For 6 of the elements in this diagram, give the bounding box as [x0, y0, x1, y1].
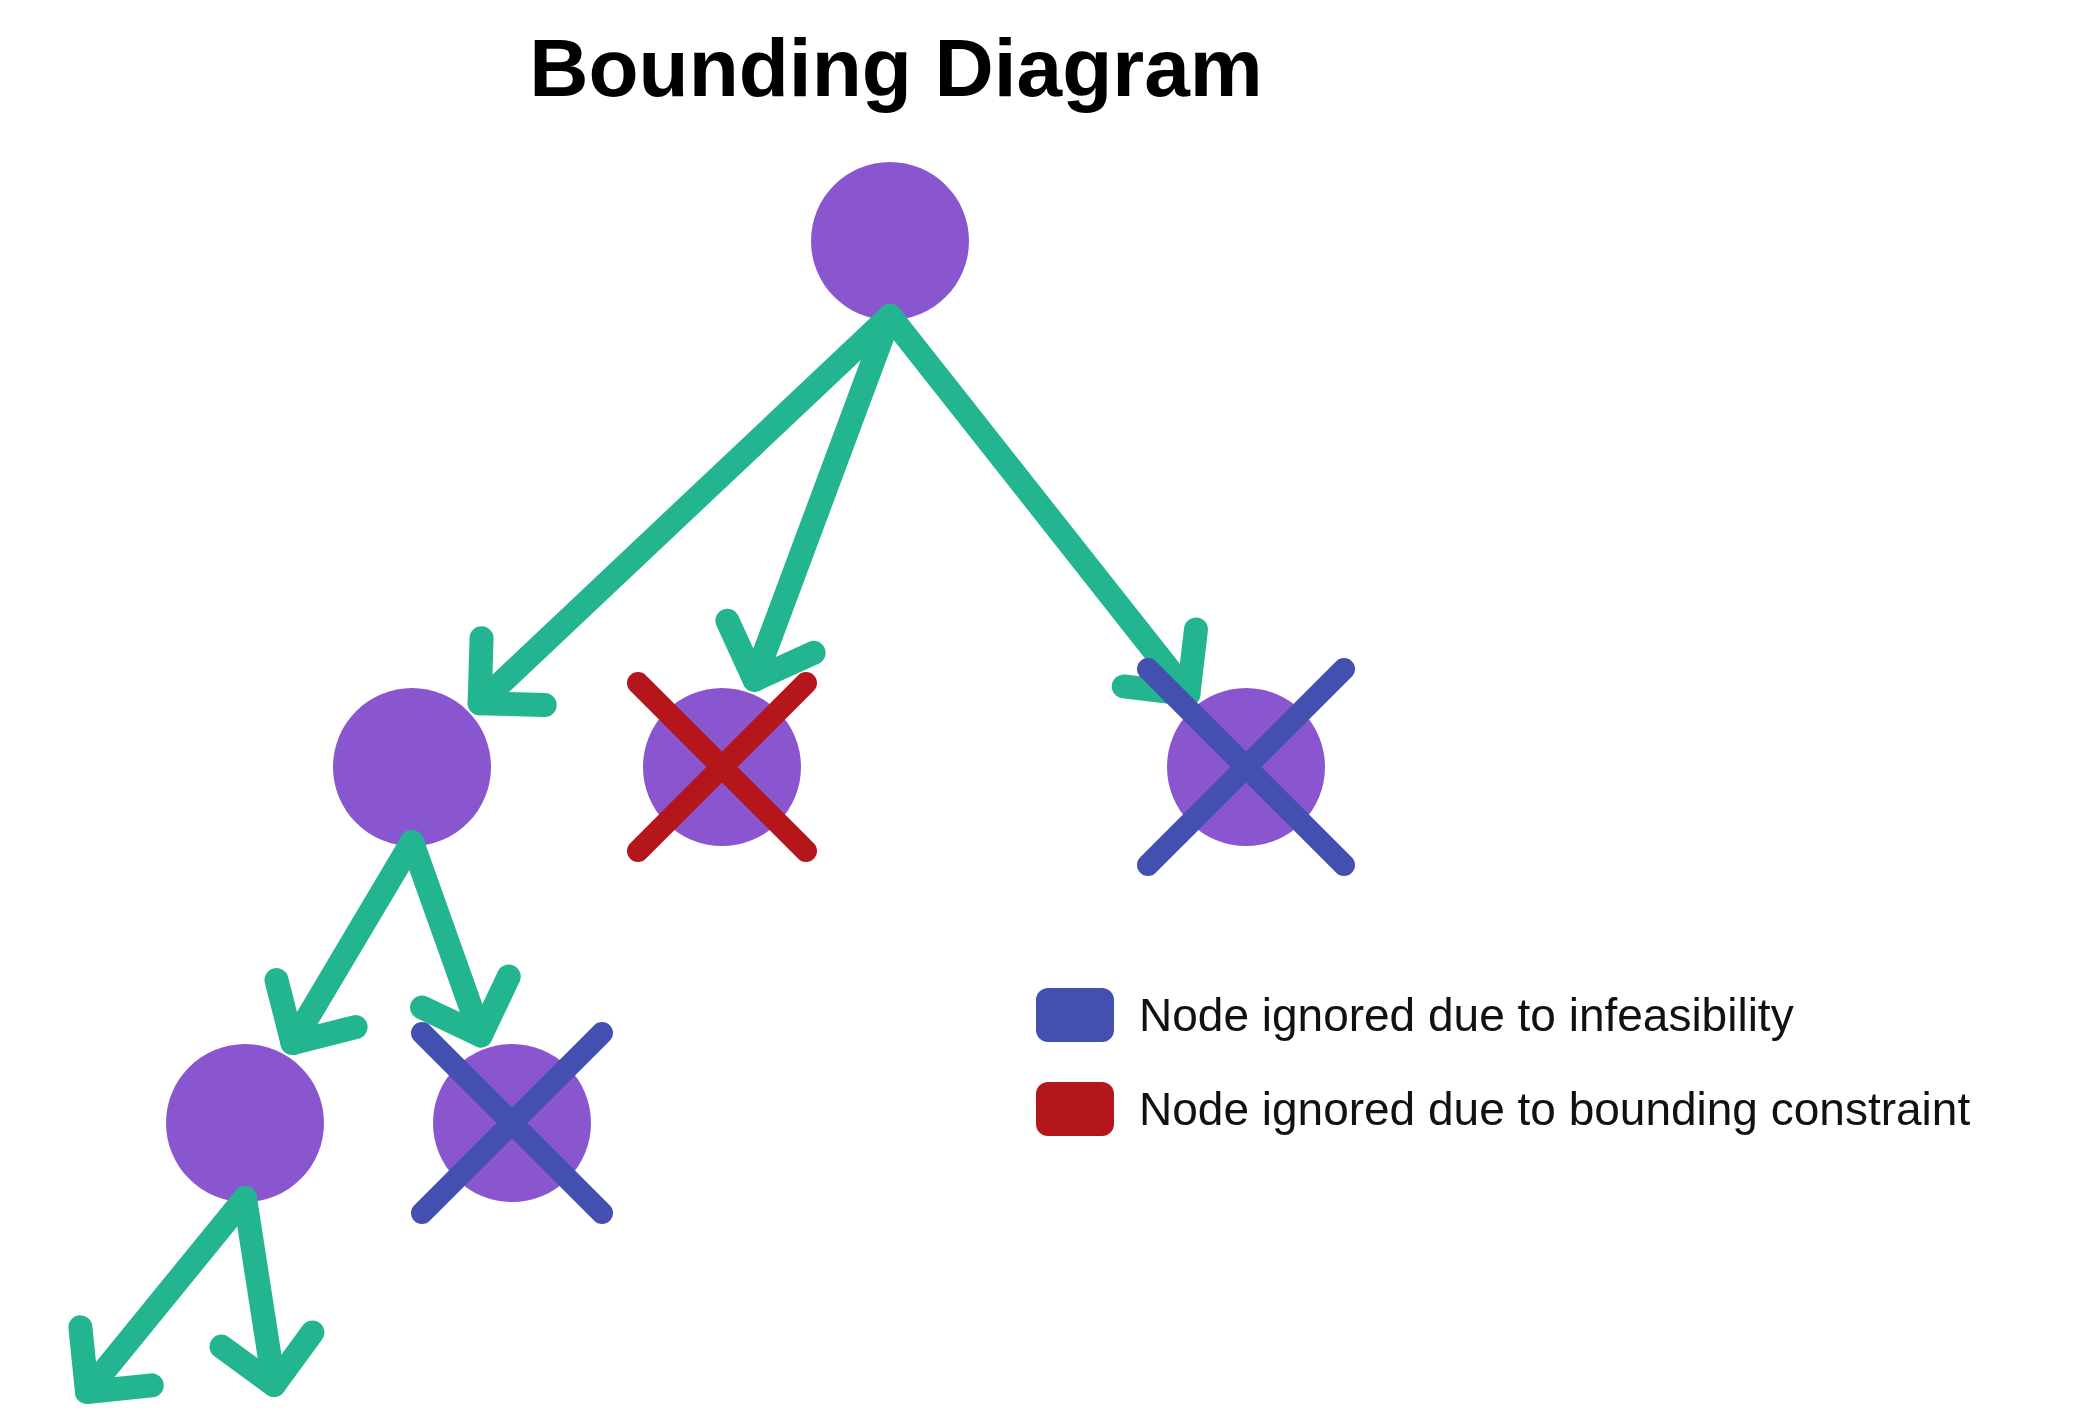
- arrow: [400, 830, 521, 1048]
- arrow: [878, 304, 1208, 706]
- arrow: [209, 1186, 325, 1397]
- diagram-title: Bounding Diagram: [528, 21, 1264, 115]
- legend-label: Node ignored due to bounding constraint: [1139, 1082, 1971, 1136]
- legend-label: Node ignored due to infeasibility: [1139, 988, 1794, 1042]
